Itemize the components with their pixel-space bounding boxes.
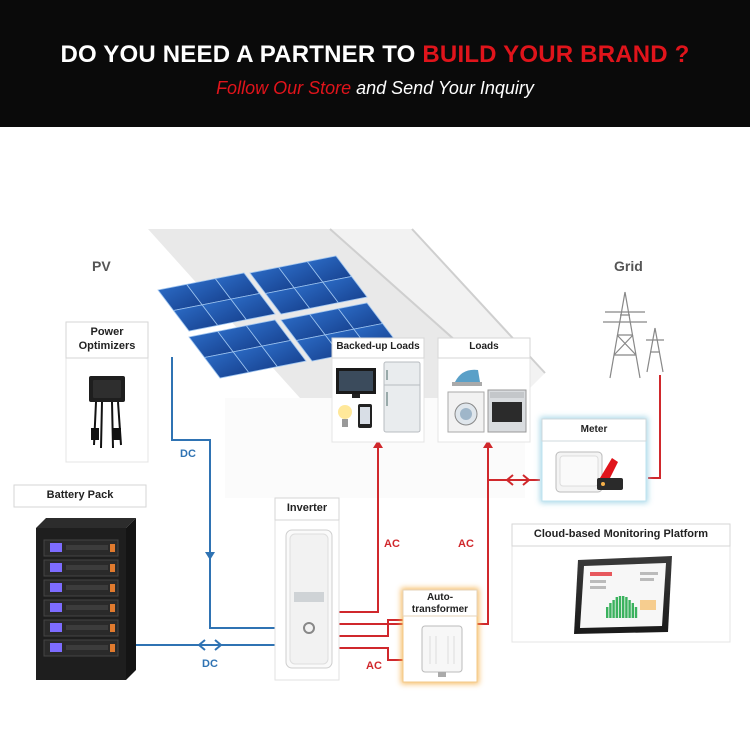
phone-icon bbox=[358, 404, 372, 428]
battery-pack-title: Battery Pack bbox=[46, 489, 114, 501]
lamp-icon bbox=[338, 405, 352, 427]
power-optimizers-title: Power Optimizers bbox=[66, 325, 148, 353]
battery-pack-card bbox=[13, 484, 147, 508]
solar-system-diagram bbox=[13, 228, 731, 684]
loads-title: Loads bbox=[469, 341, 499, 352]
iron-icon bbox=[452, 369, 482, 386]
meter-device-icon bbox=[555, 451, 623, 493]
power-optimizers-title-line2: Optimizers bbox=[78, 340, 136, 352]
inverter-title: Inverter bbox=[286, 502, 328, 514]
backed-up-loads-title: Backed-up Loads bbox=[336, 341, 420, 352]
solar-panel-icon bbox=[157, 255, 399, 379]
cloud-platform-title: Cloud-based Monitoring Platform bbox=[533, 528, 709, 540]
power-optimizers-title-line1: Power bbox=[90, 326, 124, 338]
inverter-icon bbox=[285, 529, 333, 669]
dc-label-pv: DC bbox=[180, 448, 196, 460]
battery-rack-icon bbox=[36, 518, 136, 680]
tablet-icon bbox=[574, 556, 672, 634]
headline-accent: BUILD YOUR BRAND ? bbox=[422, 41, 690, 68]
autotransformer-title-line1: Auto- bbox=[426, 592, 454, 603]
ac-label-backed-up: AC bbox=[384, 538, 400, 550]
banner-headline: DO YOU NEED A PARTNER TO BUILD YOUR BRAN… bbox=[0, 41, 750, 69]
optimizer-box-icon bbox=[89, 376, 125, 449]
washer-icon bbox=[447, 391, 485, 433]
grid-label: Grid bbox=[614, 258, 643, 274]
wiring bbox=[128, 357, 661, 661]
ac-label-autotransformer: AC bbox=[366, 660, 382, 672]
autotransformer-icon bbox=[421, 625, 463, 677]
autotransformer-title: Auto- transformer bbox=[403, 592, 477, 616]
fridge-icon bbox=[383, 361, 421, 433]
autotransformer-title-line2: transformer bbox=[411, 604, 469, 615]
banner-subline: Follow Our Store and Send Your Inquiry bbox=[0, 78, 750, 99]
subline-rest: and Send Your Inquiry bbox=[351, 78, 534, 98]
follow-store-link[interactable]: Follow Our Store bbox=[216, 78, 352, 98]
ac-label-loads: AC bbox=[458, 538, 474, 550]
headline-prefix: DO YOU NEED A PARTNER TO bbox=[60, 41, 423, 68]
pv-label: PV bbox=[92, 258, 111, 274]
tv-icon bbox=[336, 368, 376, 398]
dc-label-battery: DC bbox=[202, 658, 218, 670]
oven-icon bbox=[487, 389, 527, 433]
meter-title: Meter bbox=[580, 424, 608, 435]
promo-banner: DO YOU NEED A PARTNER TO BUILD YOUR BRAN… bbox=[0, 0, 750, 127]
transmission-tower-icon bbox=[603, 291, 664, 379]
